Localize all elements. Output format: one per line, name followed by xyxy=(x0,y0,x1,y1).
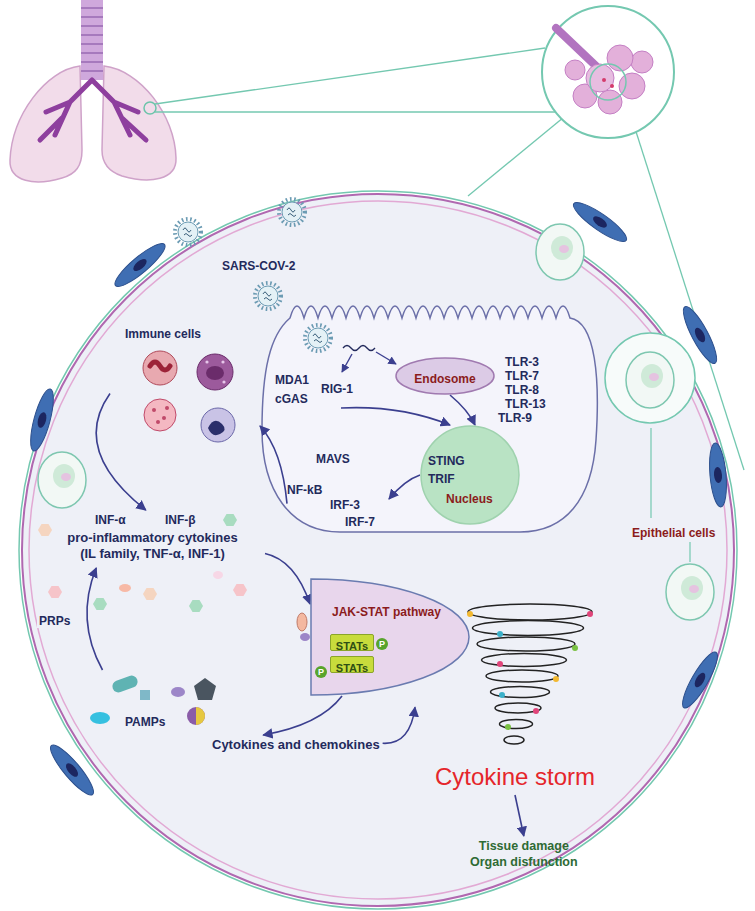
node-text: RIG-1 xyxy=(321,382,353,396)
arrow-connector xyxy=(389,475,420,499)
receptor xyxy=(297,613,310,641)
immune-cell-group: Immune cells xyxy=(110,322,260,452)
cytokine-storm-box: Cytokine storm xyxy=(415,600,615,795)
receptor-label: TLR-3 xyxy=(505,355,539,369)
node-text: Immune cells xyxy=(125,327,201,341)
stat-box: STATs xyxy=(330,634,374,651)
node-text: Nucleus xyxy=(446,492,493,506)
adaptor-label: MAVS xyxy=(316,452,350,466)
cell-label: Epithelial cells xyxy=(632,526,715,540)
node-text: cGAS xyxy=(275,392,308,406)
node-text: JAK-STAT pathway xyxy=(332,605,441,619)
zoom-lines xyxy=(155,48,744,470)
node-text: pro-inflammatory cytokines (IL family, T… xyxy=(62,530,244,561)
node-text: Organ disfunction xyxy=(470,855,578,870)
node-text: IRF-3 xyxy=(330,498,360,512)
pamp-group: PAMPs xyxy=(80,670,230,732)
arrow-connector xyxy=(383,707,415,743)
receptor-label: TLR-7 xyxy=(505,369,539,383)
arrow-connector xyxy=(263,696,342,735)
endothelial-cells xyxy=(26,197,729,800)
arrow-connector xyxy=(96,394,146,511)
arrow-connector xyxy=(515,795,524,836)
phospho-marker: P xyxy=(376,638,388,650)
node-text: STING xyxy=(428,454,465,468)
arrow-connector xyxy=(265,554,310,604)
jak-stat-region: JAK-STAT pathwaySTATsSTATs xyxy=(310,578,470,696)
endosome-ellipse: Endosome xyxy=(395,357,495,395)
node-text: NF-kB xyxy=(287,483,322,497)
edge-label: PRPs xyxy=(37,614,72,628)
tornado-dots xyxy=(467,611,593,730)
nucleus-circle: STING TRIF Nucleus xyxy=(420,425,520,525)
receptor-label: TLR-9 xyxy=(498,411,532,425)
receptor-label: TLR-8 xyxy=(505,383,539,397)
arrow-connector xyxy=(450,395,475,425)
node-text: IRF-7 xyxy=(345,515,375,529)
outcome-box: Tissue damageOrgan disfunction xyxy=(467,836,581,868)
node-text: TRIF xyxy=(428,472,455,486)
cytokine-group: INF-α INF-β pro-inflammatory cytokines (IL… xyxy=(40,510,265,568)
node-text: INF-β xyxy=(165,513,196,527)
receptor-label: TLR-13 xyxy=(505,397,546,411)
node-text: Tissue damage xyxy=(479,839,569,854)
node-text: MDA1 xyxy=(275,373,309,387)
cytokine-particles xyxy=(38,514,247,612)
alveoli-zoom xyxy=(542,6,674,138)
node-text: INF-α xyxy=(95,513,126,527)
arrow-connector xyxy=(87,568,103,670)
node-text: Endosome xyxy=(414,372,475,386)
process-label-box: Cytokines and chemokines xyxy=(212,735,383,752)
node-text: PAMPs xyxy=(125,715,165,729)
arrow-connector xyxy=(260,426,287,504)
sensor-group: MDA1RIG-1 cGAS xyxy=(275,370,363,408)
viruses xyxy=(175,199,305,309)
immune-cells xyxy=(143,351,235,442)
node-text: Cytokine storm xyxy=(435,763,595,792)
infected-cell xyxy=(262,306,597,532)
phospho-marker: P xyxy=(315,666,327,678)
node-text: Cytokines and chemokines xyxy=(212,737,380,753)
arrow-connector xyxy=(341,408,450,425)
tornado xyxy=(468,604,592,744)
epithelial-cells xyxy=(38,224,714,620)
stat-box: STATs xyxy=(330,656,374,673)
tissue-circle xyxy=(19,191,737,909)
node-text: STATs xyxy=(336,640,368,653)
virus-label: SARS-COV-2 xyxy=(222,259,295,273)
node-text: STATs xyxy=(336,662,368,675)
transcription-factor-group: NF-kB IRF-3IRF-7 xyxy=(287,480,389,527)
lungs xyxy=(10,0,176,182)
